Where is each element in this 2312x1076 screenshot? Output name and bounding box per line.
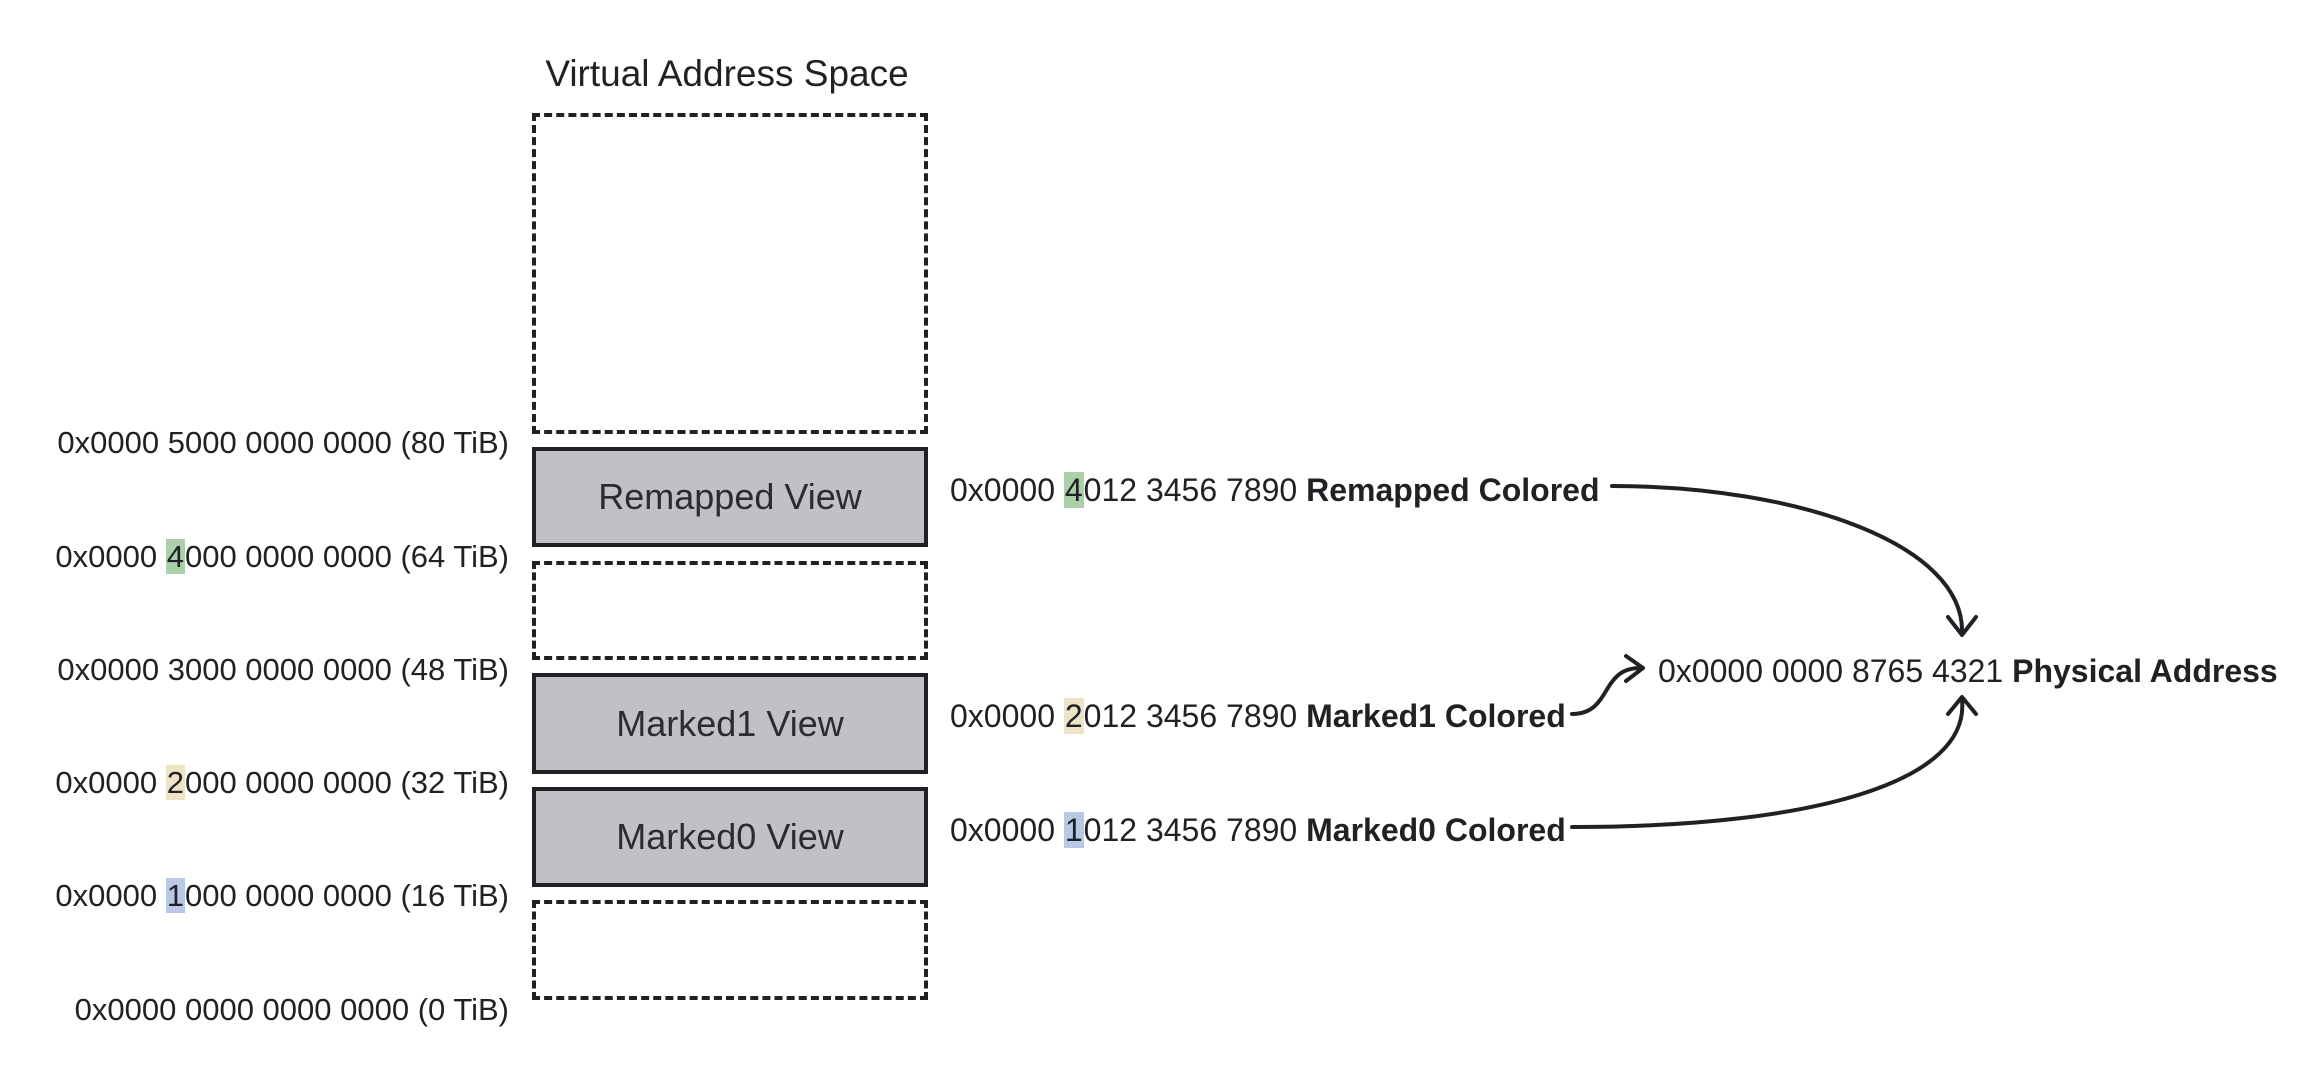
arrow-marked1-to-physical <box>1570 666 1642 716</box>
address-rest: 000 0000 0000 (32 TiB) <box>184 765 509 800</box>
remapped-colored-address: 0x0000 4012 3456 7890 Remapped Colored <box>950 470 1599 510</box>
address-rest: 000 0000 0000 (64 TiB) <box>184 539 509 574</box>
physical-address: 0x0000 0000 8765 4321 Physical Address <box>1658 651 2278 691</box>
marked1-view-label: Marked1 View <box>616 702 844 744</box>
highlighted-digit: 1 <box>1063 812 1084 848</box>
marked0-colored-label: Marked0 Colored <box>1306 812 1566 848</box>
address-prefix: 0x0000 <box>57 652 168 687</box>
marked1-colored-label: Marked1 Colored <box>1306 698 1566 734</box>
address-label-64tib: 0x0000 4000 0000 0000 (64 TiB) <box>55 537 509 577</box>
arrowhead-marked1 <box>1624 654 1645 683</box>
address-prefix: 0x0000 <box>950 472 1064 508</box>
highlighted-digit: 1 <box>165 878 185 913</box>
physical-address-value: 0x0000 0000 8765 4321 <box>1658 653 2013 689</box>
address-rest: 012 3456 7890 <box>1083 698 1307 734</box>
remapped-colored-label: Remapped Colored <box>1306 472 1600 508</box>
marked0-colored-address: 0x0000 1012 3456 7890 Marked0 Colored <box>950 810 1566 850</box>
address-label-0tib: 0x0000 0000 0000 0000 (0 TiB) <box>75 990 509 1030</box>
address-rest: 012 3456 7890 <box>1083 812 1307 848</box>
address-prefix: 0x0000 <box>950 698 1064 734</box>
address-label-16tib: 0x0000 1000 0000 0000 (16 TiB) <box>55 876 509 916</box>
marked1-view-region: Marked1 View <box>532 673 928 774</box>
diagram-title: Virtual Address Space <box>545 53 909 94</box>
marked1-colored-address: 0x0000 2012 3456 7890 Marked1 Colored <box>950 696 1566 736</box>
arrowhead-marked0 <box>1946 695 1978 716</box>
marked0-view-region: Marked0 View <box>532 787 928 887</box>
remapped-view-label: Remapped View <box>598 476 862 517</box>
unused-region-bottom <box>532 900 928 1000</box>
arrow-remapped-to-physical <box>1610 484 1965 635</box>
address-rest: 012 3456 7890 <box>1083 472 1307 508</box>
address-prefix: 0x0000 <box>950 812 1064 848</box>
address-prefix: 0x0000 <box>74 992 185 1027</box>
address-prefix: 0x0000 <box>55 765 166 800</box>
address-digit: 0 <box>184 992 203 1027</box>
address-rest: 000 0000 0000 (80 TiB) <box>184 425 509 460</box>
address-rest: 000 0000 0000 (48 TiB) <box>184 652 509 687</box>
highlighted-digit: 4 <box>1063 472 1084 508</box>
highlighted-digit: 2 <box>165 765 185 800</box>
address-digit: 3 <box>167 652 185 687</box>
address-rest: 000 0000 0000 (0 TiB) <box>202 992 509 1027</box>
arrow-marked0-to-physical <box>1570 698 1965 829</box>
address-label-48tib: 0x0000 3000 0000 0000 (48 TiB) <box>57 650 509 690</box>
highlighted-digit: 4 <box>165 539 185 574</box>
address-digit: 5 <box>167 425 185 460</box>
address-label-32tib: 0x0000 2000 0000 0000 (32 TiB) <box>55 763 509 803</box>
physical-address-label: Physical Address <box>2012 653 2278 689</box>
highlighted-digit: 2 <box>1063 698 1084 734</box>
address-rest: 000 0000 0000 (16 TiB) <box>184 878 509 913</box>
marked0-view-label: Marked0 View <box>616 816 844 857</box>
address-prefix: 0x0000 <box>57 425 168 460</box>
arrowhead-remapped <box>1946 615 1978 637</box>
remapped-view-region: Remapped View <box>532 447 928 547</box>
address-prefix: 0x0000 <box>55 539 166 574</box>
unused-region-middle <box>532 561 928 660</box>
unused-region-top <box>532 113 928 434</box>
address-prefix: 0x0000 <box>55 878 166 913</box>
address-label-80tib: 0x0000 5000 0000 0000 (80 TiB) <box>57 423 509 463</box>
